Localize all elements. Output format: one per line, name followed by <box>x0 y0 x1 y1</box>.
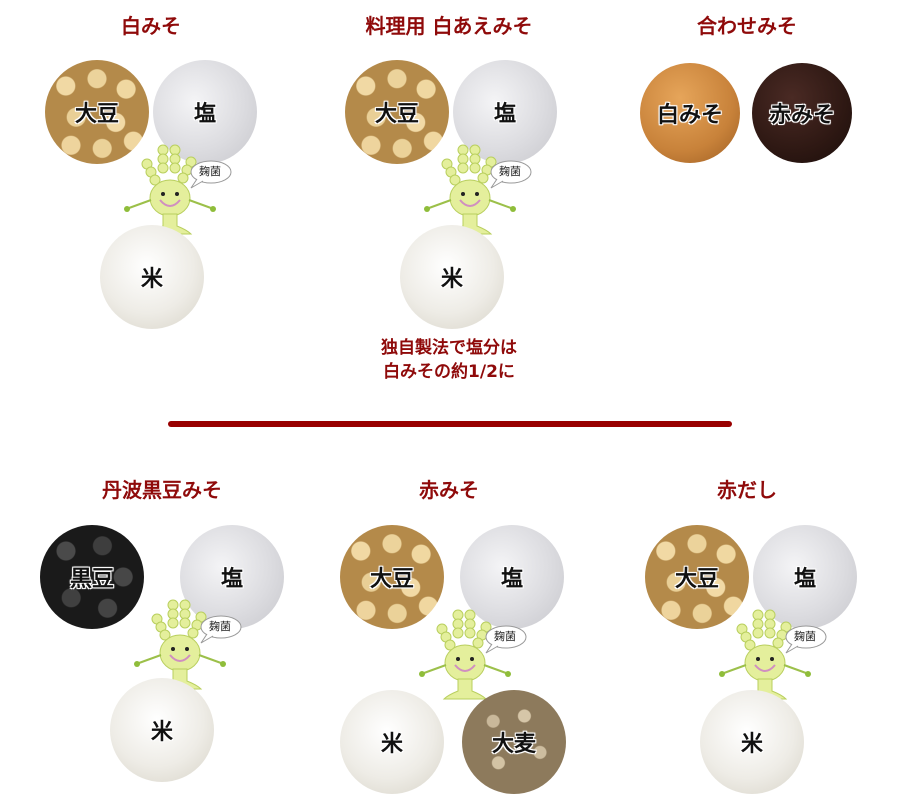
ingredient-soybean: 大豆 <box>345 60 449 164</box>
koji-label: 麹菌 <box>494 630 516 643</box>
koji-label: 麹菌 <box>499 165 521 178</box>
ingredient-white-miso: 白みそ <box>640 63 740 163</box>
ingredient-label: 米 <box>140 267 163 292</box>
ingredient-salt: 塩 <box>180 525 284 629</box>
ingredient-black-soybean: 黒豆 <box>40 525 144 629</box>
ingredient-label: 塩 <box>793 567 816 592</box>
ingredient-label: 大豆 <box>74 102 119 127</box>
ingredient-label: 塩 <box>193 102 216 127</box>
ingredient-soybean: 大豆 <box>45 60 149 164</box>
ingredient-label: 大豆 <box>674 567 719 592</box>
koji-label: 麹菌 <box>209 620 231 633</box>
ingredient-label: 米 <box>150 720 173 745</box>
ingredient-salt: 塩 <box>453 60 557 164</box>
ingredient-salt: 塩 <box>153 60 257 164</box>
koji-mascot-icon <box>424 144 532 235</box>
ingredient-label: 塩 <box>500 567 523 592</box>
koji-mascot-icon <box>419 609 527 700</box>
ingredient-label: 大豆 <box>374 102 419 127</box>
koji-mascot-icon <box>124 144 232 235</box>
section-title-shiroae-miso: 料理用 白あえみそ <box>365 14 533 38</box>
ingredient-rice: 米 <box>100 225 204 329</box>
section-title-awase-miso: 合わせみそ <box>697 14 797 38</box>
ingredient-rice: 米 <box>110 678 214 782</box>
ingredient-label: 塩 <box>493 102 516 127</box>
ingredient-barley: 大麦 <box>462 690 566 794</box>
ingredient-label: 米 <box>740 732 763 757</box>
koji-mascot-icon <box>134 599 242 690</box>
section-title-tamba-kuromame-miso: 丹波黒豆みそ <box>102 478 222 502</box>
note-line-2: 白みその約1/2に <box>383 362 515 382</box>
koji-label: 麹菌 <box>199 165 221 178</box>
ingredient-label: 塩 <box>220 567 243 592</box>
ingredient-salt: 塩 <box>460 525 564 629</box>
salt-reduction-note: 独自製法で塩分は 白みその約1/2に <box>381 336 517 384</box>
ingredient-soybean: 大豆 <box>340 525 444 629</box>
section-divider <box>168 421 732 427</box>
ingredient-red-miso: 赤みそ <box>752 63 852 163</box>
ingredient-label: 米 <box>440 267 463 292</box>
ingredient-soybean: 大豆 <box>645 525 749 629</box>
section-title-aka-miso: 赤みそ <box>419 478 479 502</box>
note-line-1: 独自製法で塩分は <box>381 338 517 358</box>
ingredient-label: 米 <box>380 732 403 757</box>
section-title-shiro-miso: 白みそ <box>121 14 181 38</box>
ingredient-label: 白みそ <box>656 103 723 128</box>
ingredient-rice: 米 <box>700 690 804 794</box>
section-title-akadashi: 赤だし <box>717 478 777 502</box>
ingredient-rice: 米 <box>400 225 504 329</box>
koji-mascot-icon <box>719 609 827 700</box>
ingredient-label: 赤みそ <box>768 103 835 128</box>
ingredient-label: 黒豆 <box>69 567 114 592</box>
ingredient-rice: 米 <box>340 690 444 794</box>
ingredient-label: 大豆 <box>369 567 414 592</box>
ingredient-label: 大麦 <box>491 732 536 757</box>
koji-label: 麹菌 <box>794 630 816 643</box>
